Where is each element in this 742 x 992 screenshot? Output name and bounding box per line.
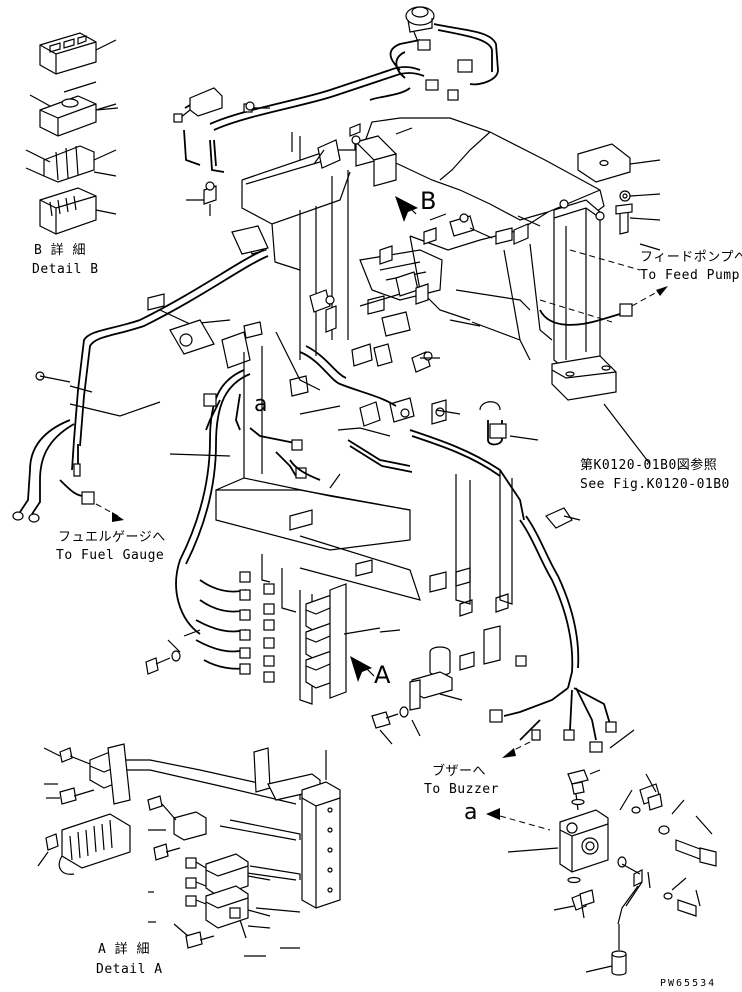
detail-b-title-jp: B 詳 細	[34, 243, 86, 258]
valve-detail-a	[486, 769, 717, 976]
see-fig-label-en: See Fig.K0120-01B0	[580, 477, 730, 492]
buzzer-label-en: To Buzzer	[424, 782, 499, 797]
view-arrow-b	[395, 196, 418, 222]
relay-part-2	[39, 187, 117, 235]
feed-pump-label-en: To Feed Pump	[640, 268, 740, 283]
buzzer-harness	[489, 507, 635, 758]
feed-pump-connector	[539, 286, 668, 326]
feed-pump-label-jp: フィードポンプへ	[640, 250, 742, 265]
section-a-marker-main: a	[254, 392, 268, 417]
relay-part	[39, 32, 117, 75]
view-arrow-a	[350, 656, 375, 682]
buzzer-part	[371, 646, 453, 745]
buzzer-label-jp: ブザーへ	[432, 764, 487, 779]
diode-part	[25, 145, 117, 183]
section-a-marker-detail: a	[464, 800, 478, 825]
leader-lines	[183, 215, 661, 701]
relay-bracket	[215, 346, 513, 705]
detail-b-title-en: Detail B	[32, 262, 99, 277]
horn-part	[405, 6, 435, 43]
drawing-code: PW65534	[660, 978, 717, 989]
see-fig-label-jp: 第K0120-01B0図参照	[580, 458, 718, 473]
main-frame	[241, 117, 661, 401]
fuel-gauge-harness	[12, 249, 269, 523]
fuel-gauge-label-en: To Fuel Gauge	[56, 548, 165, 563]
view-a-marker: A	[374, 661, 391, 689]
right-center-harness	[275, 331, 525, 521]
top-harness	[173, 6, 499, 173]
flasher-part	[29, 81, 117, 137]
view-b-marker: B	[420, 187, 437, 215]
fuel-gauge-label-jp: フュエルゲージへ	[58, 530, 166, 545]
relay-harness	[175, 369, 321, 683]
relay-mount-bolt	[145, 639, 181, 675]
detail-b-parts	[25, 32, 117, 235]
center-hardware	[35, 101, 539, 489]
detail-a-title-en: Detail A	[96, 962, 163, 977]
detail-a-title-jp: A 詳 細	[98, 942, 150, 957]
detail-a-assembly	[37, 743, 341, 957]
